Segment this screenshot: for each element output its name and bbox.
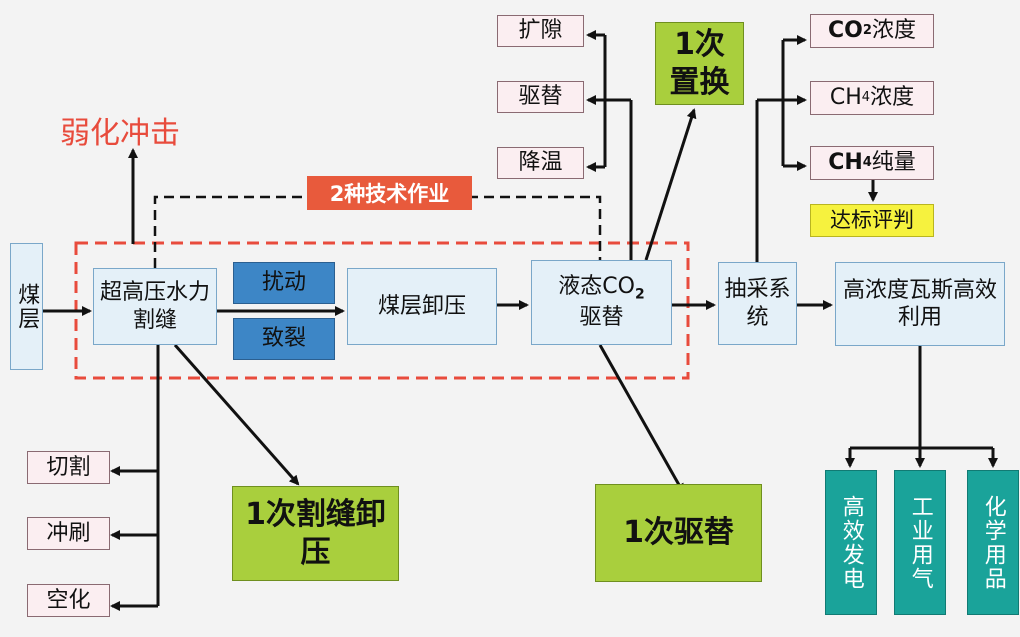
first-replace-text: 1次置换	[669, 27, 730, 100]
evaluation-text: 达标评判	[830, 208, 914, 233]
coal-seam-text: 煤层	[14, 282, 40, 331]
tech-operation-label: 2种技术作业	[307, 176, 472, 210]
fracture-node: 致裂	[233, 318, 335, 360]
ch4-concentration-suffix: 浓度	[870, 85, 915, 111]
fracture-text: 致裂	[261, 326, 306, 352]
pressure-relief-node: 煤层卸压	[347, 268, 497, 345]
industrial-gas-text: 工业用气	[907, 494, 933, 591]
ch4-concentration-text: CH	[829, 85, 862, 111]
pressure-relief-text: 煤层卸压	[377, 293, 466, 319]
power-generation-text: 高效发电	[838, 494, 864, 591]
ch4-purity-suffix: 纯量	[871, 150, 916, 176]
liquid-co2-subscript: 2	[634, 286, 645, 303]
industrial-gas-node: 工业用气	[894, 470, 946, 615]
first-displace-node: 1次驱替	[595, 484, 762, 582]
co2-concentration-subscript: 2	[862, 22, 872, 38]
cool-text: 降温	[518, 150, 563, 176]
ch4-purity-text: CH	[828, 150, 863, 176]
co2-concentration-suffix: 浓度	[871, 18, 916, 44]
disturb-node: 扰动	[233, 262, 335, 304]
first-replace-node: 1次置换	[655, 22, 744, 105]
cool-node: 降温	[497, 147, 584, 179]
utilization-text: 高浓度瓦斯高效利用	[842, 277, 997, 331]
first-slot-relief-node: 1次割缝卸压	[232, 486, 399, 581]
power-generation-node: 高效发电	[825, 470, 877, 615]
hydraulic-slotting-text: 超高压水力割缝	[99, 280, 210, 333]
hollow-node: 空化	[27, 584, 110, 617]
utilization-node: 高浓度瓦斯高效利用	[835, 262, 1005, 346]
liquid-co2-suffix: 驱替	[579, 305, 624, 331]
disturb-text: 扰动	[261, 270, 306, 296]
first-displace-text: 1次驱替	[623, 515, 734, 551]
chemicals-node: 化学用品	[967, 470, 1019, 615]
expand-pore-node: 扩隙	[497, 15, 584, 47]
drive-text: 驱替	[518, 84, 563, 110]
extraction-node: 抽采系统	[718, 262, 797, 345]
ch4-purity-subscript: 4	[862, 154, 872, 170]
liquid-co2-node: 液态CO2 驱替	[531, 260, 672, 345]
cut-node: 切割	[27, 451, 110, 484]
liquid-co2-text: 液态CO	[558, 274, 635, 300]
coal-seam-node: 煤层	[10, 243, 43, 370]
first-slot-relief-text: 1次割缝卸压	[245, 497, 386, 570]
expand-pore-text: 扩隙	[518, 18, 563, 44]
co2-concentration-text: CO	[828, 18, 863, 44]
hydraulic-slotting-node: 超高压水力割缝	[93, 268, 217, 345]
chemicals-text: 化学用品	[980, 494, 1006, 591]
weaken-impact-label: 弱化冲击	[60, 116, 180, 151]
extraction-text: 抽采系统	[724, 277, 791, 330]
drive-node: 驱替	[497, 81, 584, 113]
flush-node: 冲刷	[27, 517, 110, 550]
evaluation-node: 达标评判	[810, 204, 934, 237]
hollow-text: 空化	[46, 587, 91, 613]
flush-text: 冲刷	[46, 520, 91, 546]
ch4-concentration-subscript: 4	[861, 89, 871, 105]
cut-text: 切割	[46, 454, 91, 480]
